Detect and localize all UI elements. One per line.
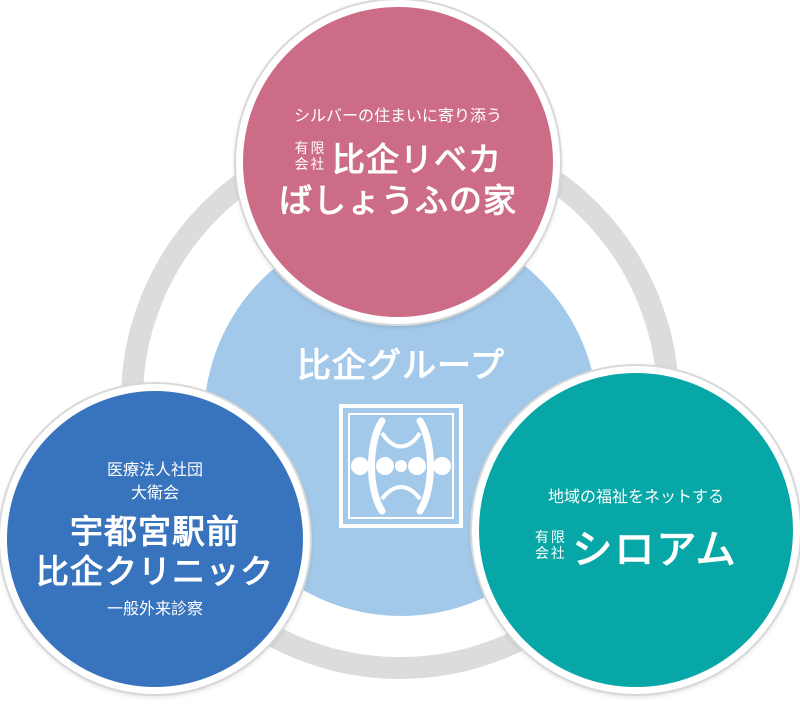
top-corp-type: 有限会社 bbox=[294, 140, 325, 173]
clinic-service: 一般外来診察 bbox=[106, 599, 203, 619]
top-facility-name: ばしょうふの家 bbox=[279, 180, 517, 220]
left-org-name: 大衛会 bbox=[130, 482, 179, 502]
group-logo-icon bbox=[339, 404, 463, 528]
bashoufu-house-circle: シルバーの住まいに寄り添う 有限会社 比企リベカ ばしょうふの家 bbox=[236, 0, 560, 324]
clinic-name-line2: 比企クリニック bbox=[36, 551, 274, 591]
siloam-circle: 地域の福祉をネットする 有限会社 シロアム bbox=[472, 366, 800, 694]
clinic-name-line1: 宇都宮駅前 bbox=[70, 512, 240, 551]
group-title: 比企グループ bbox=[297, 346, 505, 386]
left-org-type: 医療法人社団 bbox=[106, 459, 203, 479]
top-brand-name: 比企リベカ bbox=[332, 139, 502, 179]
right-corp-type: 有限会社 bbox=[534, 529, 565, 562]
right-brand-name: シロアム bbox=[572, 526, 738, 573]
top-tagline: シルバーの住まいに寄り添う bbox=[293, 105, 502, 125]
clinic-circle: 医療法人社団 大衛会 宇都宮駅前 比企クリニック 一般外来診察 bbox=[0, 384, 310, 694]
right-tagline: 地域の福祉をネットする bbox=[547, 487, 724, 507]
